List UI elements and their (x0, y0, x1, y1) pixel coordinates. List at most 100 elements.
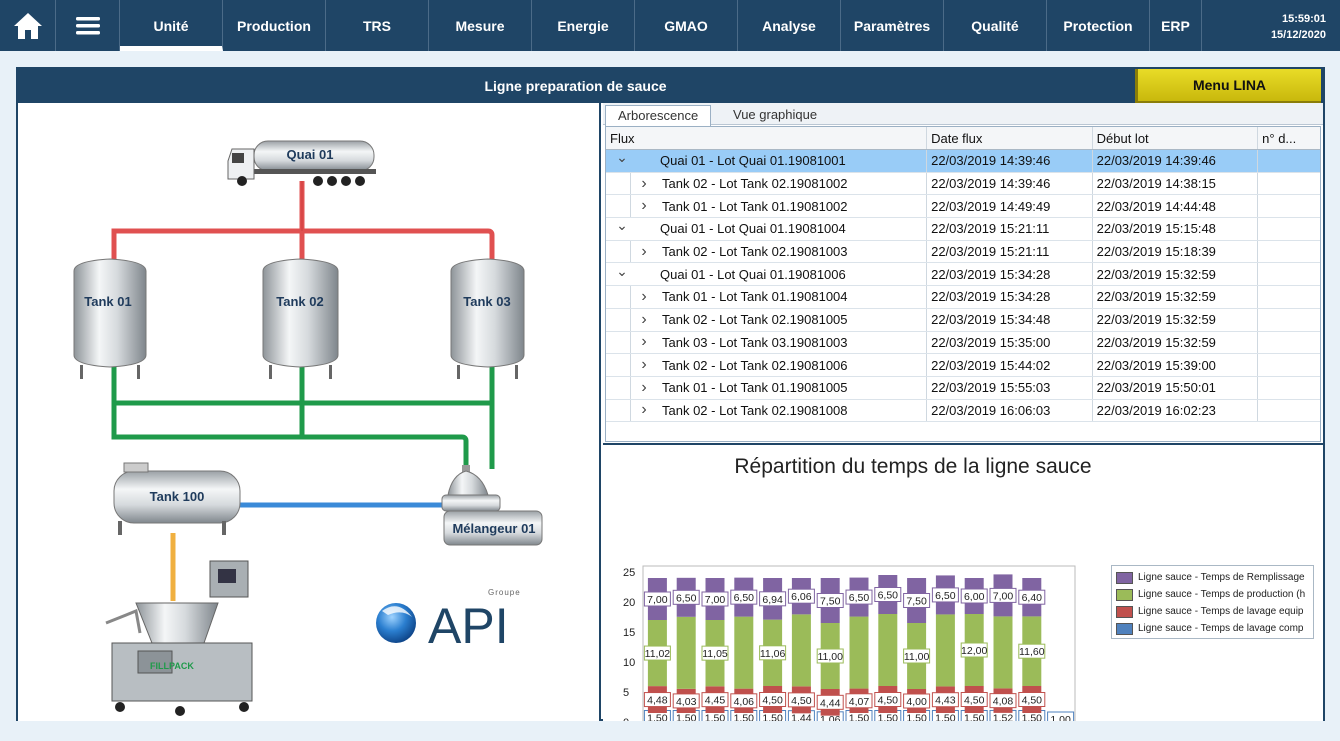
chevron-right-icon[interactable]: › (641, 356, 647, 374)
nav-tab-trs[interactable]: TRS (326, 0, 429, 51)
data-label: 6,06 (791, 591, 812, 603)
menu-button[interactable] (56, 0, 120, 51)
chevron-right-icon[interactable]: › (641, 401, 647, 419)
data-label: 1,52 (993, 712, 1014, 721)
tree-indent-line (630, 240, 631, 263)
plot-area (642, 565, 1076, 721)
flux-text: Tank 02 - Lot Tank 02.19081006 (662, 357, 848, 373)
data-label: 6,50 (734, 592, 755, 604)
nav-tab-parametres[interactable]: Paramètres (841, 0, 944, 51)
tank-02[interactable]: Tank 02 (262, 258, 339, 379)
data-label: 7,50 (906, 596, 927, 608)
filling-machine[interactable]: FILLPACK (105, 560, 253, 716)
cell-debut-lot: 22/03/2019 15:32:59 (1093, 263, 1259, 286)
data-label-box (931, 587, 959, 603)
cell-debut-lot: 22/03/2019 14:38:15 (1093, 172, 1259, 195)
data-label: 4,44 (820, 697, 841, 709)
chevron-right-icon[interactable]: › (641, 378, 647, 396)
chevron-right-icon[interactable]: › (641, 310, 647, 328)
bar-segment (849, 616, 869, 689)
data-label-box (960, 588, 988, 604)
nav-tab-gmao[interactable]: GMAO (635, 0, 738, 51)
cell-debut-lot: 22/03/2019 15:50:01 (1093, 376, 1259, 399)
nav-tab-energie[interactable]: Energie (532, 0, 635, 51)
tree-parent-row[interactable]: ⌄Quai 01 - Lot Quai 01.19081006 22/03/201… (606, 263, 1320, 287)
data-label: 11,60 (1019, 646, 1045, 658)
truck-quai-01[interactable]: Quai 01 (227, 140, 376, 186)
data-label: 4,03 (676, 696, 697, 708)
tab-vue-graphique[interactable]: Vue graphique (733, 107, 818, 122)
y-tick-label: 10 (623, 657, 635, 669)
data-label: 4,43 (935, 695, 956, 707)
cell-date-flux: 22/03/2019 14:39:46 (927, 150, 1093, 172)
data-label: 4,50 (964, 695, 985, 707)
nav-tab-production[interactable]: Production (223, 0, 326, 51)
cell-flux: ⌄Quai 01 - Lot Quai 01.19081006 (606, 263, 928, 286)
home-button[interactable] (0, 0, 56, 51)
data-label: 4,50 (878, 695, 899, 707)
machine-label: FILLPACK (150, 661, 194, 671)
nav-tab-protection[interactable]: Protection (1047, 0, 1150, 51)
chevron-right-icon[interactable]: › (641, 174, 647, 192)
mixer-label: Mélangeur 01 (452, 521, 535, 536)
column-header-flux[interactable]: Flux (606, 127, 928, 149)
chevron-right-icon[interactable]: › (641, 287, 647, 305)
tab-arborescence[interactable]: Arborescence (605, 105, 712, 126)
nav-tab-qualite[interactable]: Qualité (944, 0, 1047, 51)
mixer-01[interactable]: Mélangeur 01 (441, 465, 543, 546)
data-label-box (787, 692, 815, 708)
tank-01[interactable]: Tank 01 (73, 258, 147, 379)
hamburger-icon (75, 16, 100, 34)
column-header-date-flux[interactable]: Date flux (927, 127, 1093, 149)
column-header-numero[interactable]: n° d... (1262, 130, 1297, 146)
nav-tab-analyse[interactable]: Analyse (738, 0, 841, 51)
chevron-down-icon[interactable]: ⌄ (616, 218, 628, 234)
nav-tab-mesure[interactable]: Mesure (429, 0, 532, 51)
cell-debut-lot: 22/03/2019 15:32:59 (1093, 286, 1259, 308)
data-label-box (845, 589, 873, 605)
nav-tab-unite[interactable]: Unité (120, 0, 223, 51)
clock-time: 15:59:01 (1281, 13, 1326, 25)
data-label: 6,50 (676, 592, 697, 604)
chevron-right-icon[interactable]: › (641, 333, 647, 351)
data-label-box (903, 648, 931, 664)
data-label-box (816, 648, 844, 664)
cell-debut-lot: 22/03/2019 15:18:39 (1093, 240, 1259, 263)
chevron-right-icon[interactable]: › (641, 242, 647, 260)
data-label: 4,50 (762, 695, 783, 707)
y-tick-label: 5 (623, 687, 629, 699)
tank-100[interactable]: Tank 100 (113, 462, 241, 535)
chevron-down-icon[interactable]: ⌄ (616, 263, 628, 279)
bar-segment (878, 614, 898, 686)
bar-segment (993, 616, 1013, 689)
data-label-box (672, 693, 700, 709)
data-label: 4,06 (734, 696, 755, 708)
tank-03[interactable]: Tank 03 (450, 258, 525, 379)
nav-tab-erp[interactable]: ERP (1150, 0, 1202, 51)
data-label: 6,50 (935, 590, 956, 602)
data-label: 1,06 (820, 714, 841, 721)
chevron-right-icon[interactable]: › (641, 197, 647, 215)
menu-lina-button[interactable]: Menu LINA (1135, 69, 1321, 103)
chevron-down-icon[interactable]: ⌄ (616, 150, 628, 166)
logo-text: API (428, 598, 509, 654)
data-label-box (701, 692, 729, 708)
legend-label: Ligne sauce - Temps de lavage equip (1138, 606, 1304, 617)
column-header-debut-lot[interactable]: Début lot (1093, 127, 1259, 149)
data-label: 1,50 (906, 713, 927, 722)
data-label-box (903, 693, 931, 709)
data-label-box (730, 693, 758, 709)
data-label: 1,44 (791, 713, 812, 721)
